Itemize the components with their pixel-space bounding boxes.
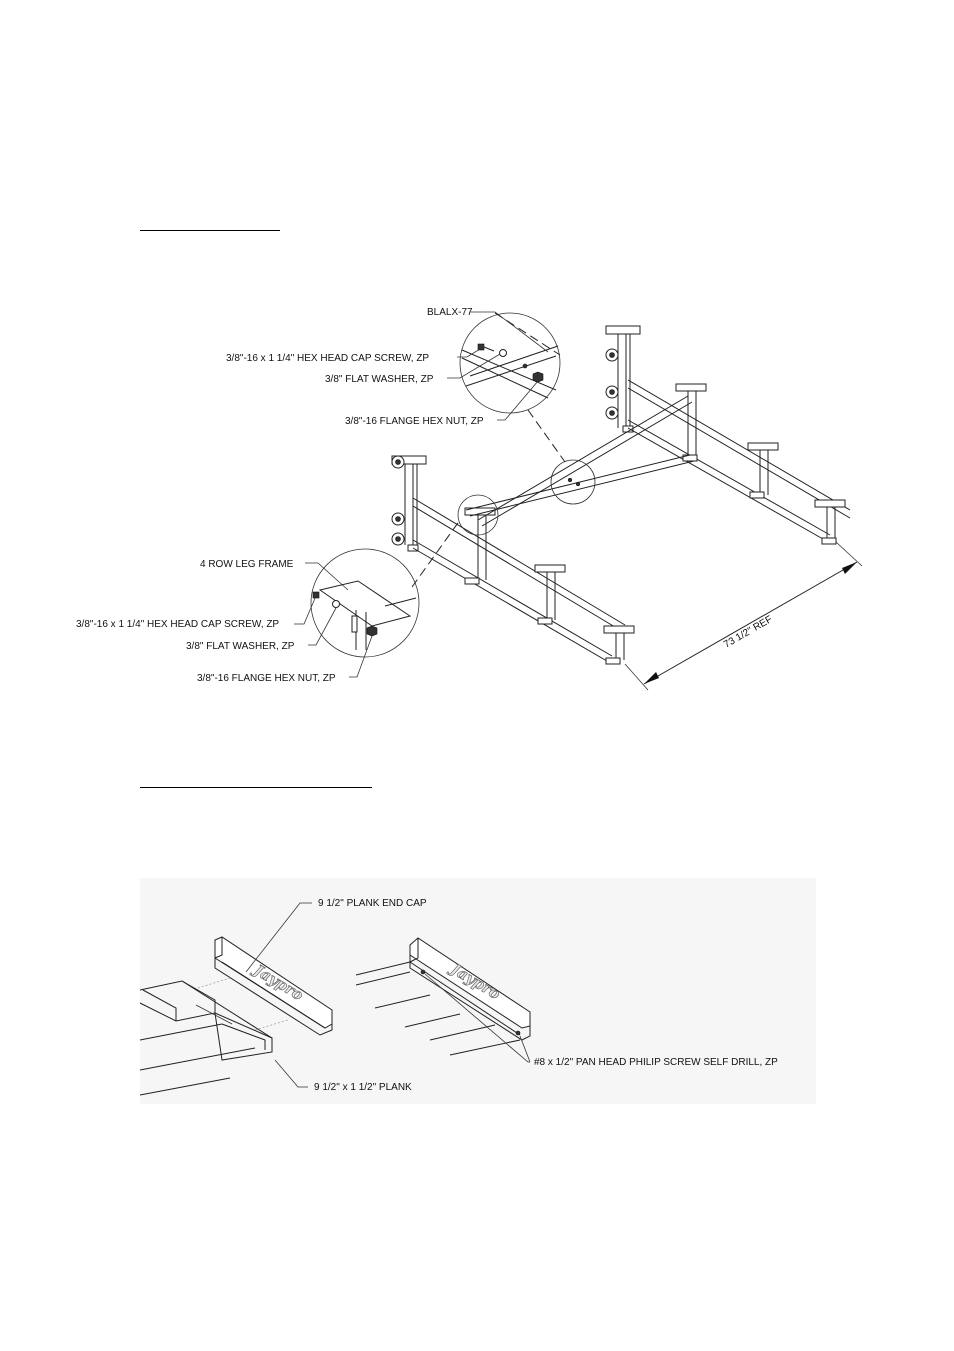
washer-icon: [499, 349, 507, 357]
section-2-heading-rule: [140, 787, 372, 788]
callout-cap-screw-top: 3/8"-16 x 1 1/4" HEX HEAD CAP SCREW, ZP: [226, 353, 429, 364]
front-rails: [412, 497, 635, 665]
callout-end-cap: 9 1/2" PLANK END CAP: [318, 898, 427, 909]
cap-screw-icon: [477, 343, 485, 351]
brace-joint-detail: [459, 312, 561, 414]
front-left-leg-frame: [391, 455, 427, 552]
brace-center-detail-circle: [550, 459, 596, 505]
dimension-line: [624, 541, 863, 691]
plank-left: [139, 980, 273, 1096]
frame-assembly: [391, 325, 851, 665]
callout-washer-top: 3/8" FLAT WASHER, ZP: [325, 374, 434, 385]
callout-leaders-bottom: [294, 562, 373, 678]
section-1-heading-rule: [140, 230, 280, 231]
plank-diagram: Jaypro Jaypro: [139, 878, 816, 1104]
leg-frame-joint-detail: [310, 548, 420, 658]
hex-nut-icon: [532, 371, 544, 383]
detail-leader-top: [527, 409, 566, 463]
leg-frame-detail-circle: [457, 494, 499, 536]
callout-cap-screw-bottom: 3/8"-16 x 1 1/4" HEX HEAD CAP SCREW, ZP: [76, 619, 279, 630]
detail-boundary-top: [494, 312, 561, 356]
callout-nut-bottom: 3/8"-16 FLANGE HEX NUT, ZP: [197, 673, 336, 684]
callout-leaders-top: [447, 311, 549, 421]
back-right-leg-frame: [605, 325, 641, 433]
dimension-label: 73 1/2" REF: [722, 614, 774, 651]
callout-blalx: BLALX-77: [427, 307, 473, 318]
callout-nut-top: 3/8"-16 FLANGE HEX NUT, ZP: [345, 416, 484, 427]
callout-washer-bottom: 3/8" FLAT WASHER, ZP: [186, 641, 295, 652]
callout-screw: #8 x 1/2" PAN HEAD PHILIP SCREW SELF DRI…: [534, 1057, 778, 1068]
right-side-rails: [627, 379, 851, 545]
callout-plank: 9 1/2" x 1 1/2" PLANK: [314, 1082, 412, 1093]
callout-leg-frame: 4 ROW LEG FRAME: [200, 559, 294, 570]
